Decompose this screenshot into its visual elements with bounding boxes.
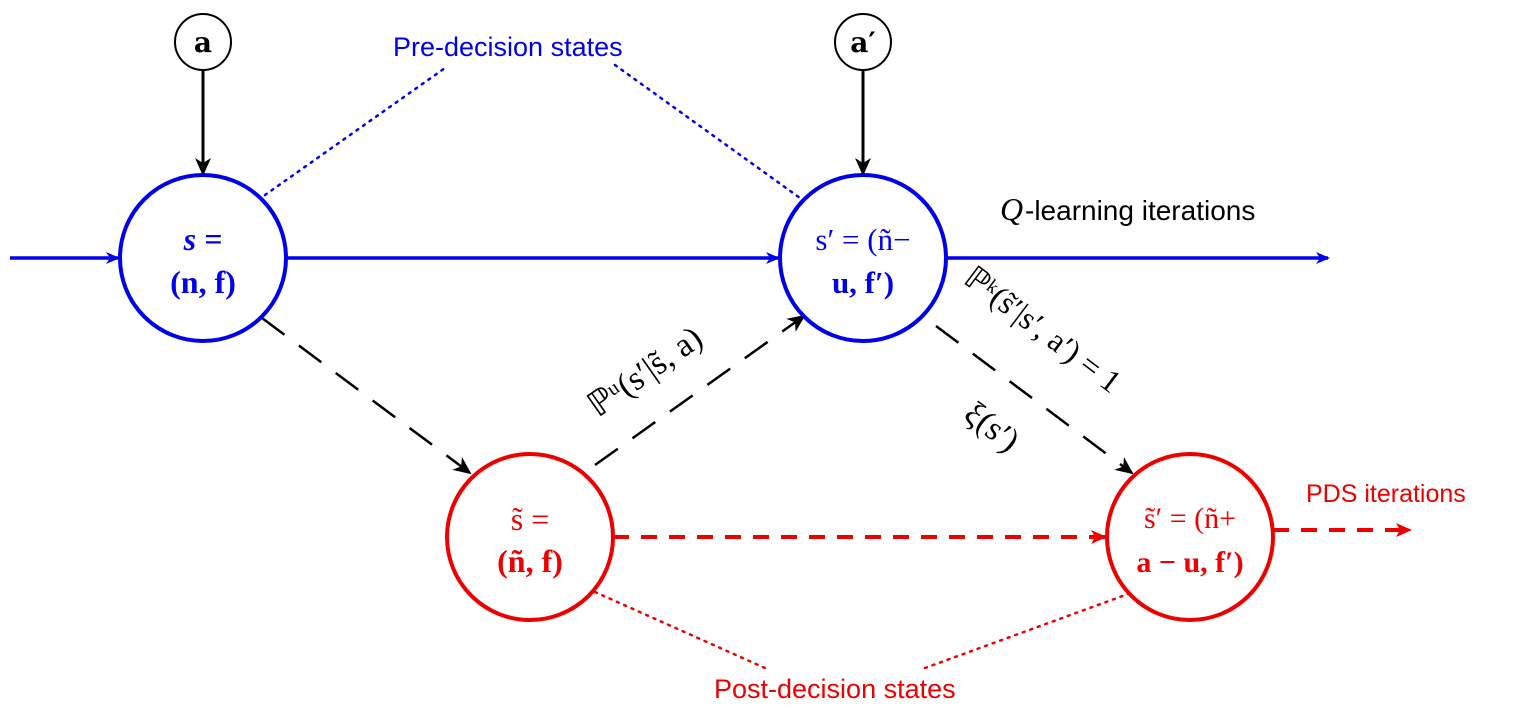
action-node-a: a [174,13,232,71]
pre-decision-states-label: Pre-decision states [393,32,623,62]
post-state-node-s-tilde: s̃ = (ñ, f) [445,452,615,622]
q-letter: Q [1000,191,1023,227]
action-a-label: a [194,26,212,59]
post-state-s-tilde-line1: s̃ = [511,501,550,537]
xi-label: ξ(s′) [957,395,1026,460]
post-state-s-tilde-line2: (ñ, f) [497,543,563,579]
state-s-prime-line1: s′ = (ñ− [815,222,910,257]
q-learning-iterations-label: Q -learning iterations [1000,191,1255,227]
post-state-s-tilde-prime-line2: a − u, f′) [1136,546,1243,579]
state-node-s-prime: s′ = (ñ− u, f′) [778,173,948,343]
action-a-prime-label: a′ [850,26,876,59]
state-node-s: s = (n, f) [118,173,288,343]
state-s-prime-line2: u, f′) [832,265,894,300]
state-s-line2: (n, f) [170,264,236,300]
action-node-a-prime: a′ [834,13,892,71]
s-prime-to-s-tilde-prime-arrow [935,325,1134,475]
post-decision-states-label: Post-decision states [714,674,956,704]
post-state-node-s-tilde-prime: s̃′ = (ñ+ a − u, f′) [1105,452,1275,622]
state-s-line1: s = [183,221,223,257]
post-decision-callout-right [923,592,1130,670]
pre-decision-callout-left [263,66,447,197]
pds-iterations-label: PDS iterations [1306,480,1466,508]
pre-decision-callout-right [613,63,802,200]
s-to-s-tilde-arrow [261,316,472,475]
prob-unknown-label: ℙᵘ(s′|s̃, a) [581,319,709,424]
q-learning-suffix: -learning iterations [1025,195,1255,226]
prob-known-label: ℙᵏ(s̃′|s′, a′) = 1 [958,259,1129,400]
post-state-s-tilde-prime-line1: s̃′ = (ñ+ [1144,502,1236,535]
post-decision-callout-left [593,590,767,670]
